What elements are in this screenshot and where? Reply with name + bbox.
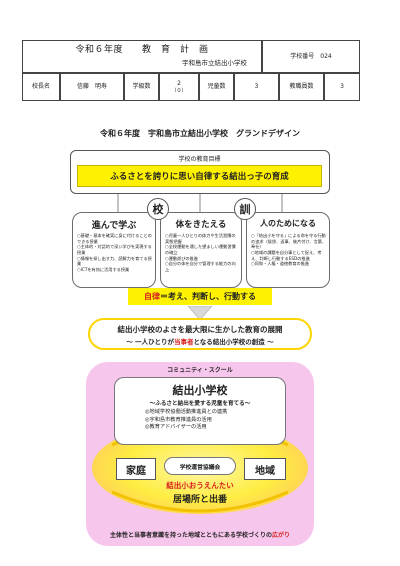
goal-box: 学校の教育目標 ふるさとを誇りに思い自律する結出っ子の育成 xyxy=(70,150,330,194)
footer-text: 主体性と当事者意識を持った地域とともにある学校づくりの広がり xyxy=(0,530,400,539)
pillar-body: 体をきたえる ○児童一人ひとりの体力や生活習慣の実態把握 ○全校運動を通した望ま… xyxy=(160,212,242,288)
jiritsu-bar: 自律 ＝考え、判断し、行動する xyxy=(128,288,272,305)
kun-left: 校 xyxy=(152,203,164,216)
design-title: 令和６年度 宇和島市立結出小学校 グランドデザイン xyxy=(100,129,300,138)
principal-name-cell: 信藤 明寿 xyxy=(60,73,124,101)
school-number: 学校番号 024 xyxy=(290,52,332,60)
list-item: ○ICTを有効に活用する授業 xyxy=(77,267,130,273)
center-items: ◎地域学校協働活動推進員との連携 ◎宇和島市教育推進員の活用 ◎教育アドバイザー… xyxy=(145,409,227,432)
goal-text-band: ふるさとを誇りに思い自律する結出っ子の育成 xyxy=(77,165,322,187)
pillar-others: 人のためになる ○「結出小を守る」による命を守る行動の追求（挨拶、返事、後片付け… xyxy=(246,212,330,288)
goal-text: ふるさとを誇りに思い自律する結出っ子の育成 xyxy=(110,172,289,182)
students-value: 3 xyxy=(254,83,259,91)
center-title: 結出小学校 xyxy=(172,384,228,397)
pillar-body-heading: 体をきたえる xyxy=(175,220,227,230)
list-item: ○同和・人権・道徳教育の推進 xyxy=(251,261,310,267)
list-item: ○自分の体を自分で管理する能力の向上 xyxy=(165,261,236,273)
ibasho-label: 居場所と出番 xyxy=(172,495,227,505)
region-box: 地域 xyxy=(244,458,286,480)
list-item: ○主体的・対話的で深い学びを実現する授業 xyxy=(77,244,152,256)
list-item: ○情報を探し出す力、読解力を育てる授業 xyxy=(77,255,152,267)
region-label: 地域 xyxy=(255,465,275,477)
classes-value: 2 xyxy=(177,80,181,88)
classes-label: 学級数 xyxy=(132,83,151,91)
home-box: 家庭 xyxy=(116,458,156,480)
center-school-box: 結出小学校 ～ふるさと結出を愛する児童を育てる～ ◎地域学校協働活動推進員との連… xyxy=(114,377,286,445)
staff-label-cell: 教職員数 xyxy=(279,73,324,101)
classes-value-cell: 2 （０） xyxy=(159,73,199,101)
ouen-label: 結出小おうえんたい xyxy=(166,481,234,490)
pillar-others-heading: 人のためになる xyxy=(260,219,316,228)
banner-sub-em: 当事者 xyxy=(174,338,194,346)
center-sub: ～ふるさと結出を愛する児童を育てる～ xyxy=(149,401,251,407)
footer-pre: 主体性と当事者意識を持った地域とともにある学校づくりの xyxy=(109,532,272,539)
goal-label: 学校の教育目標 xyxy=(178,156,221,163)
pillar-body-items: ○児童一人ひとりの体力や生活習慣の実態把握 ○全校運動を通した望ましい運動習慣の… xyxy=(165,233,239,273)
banner-sub-post: となる結出小学校の創造 ～ xyxy=(193,338,274,346)
classes-sub: （０） xyxy=(171,87,187,94)
pillar-others-items: ○「結出小を守る」による命を守る行動の追求（挨拶、返事、後片付け、言葉、奉仕） … xyxy=(251,233,327,267)
staff-value-cell: 3 xyxy=(324,73,360,101)
list-item: ◎宇和島市教育推進員の活用 xyxy=(145,416,212,423)
kun-right: 訓 xyxy=(239,203,251,216)
list-item: ◎教育アドバイザーの活用 xyxy=(145,424,207,431)
pillar-learn: 進んで学ぶ ○基礎・基本を確実に身に付けることのできる授業 ○主体的・対話的で深… xyxy=(72,212,156,288)
jiritsu-word: 自律 xyxy=(144,292,160,301)
classes-label-cell: 学級数 xyxy=(124,73,159,101)
list-item: ◎地域学校協働活動推進員との連携 xyxy=(145,409,228,415)
pillar-learn-items: ○基礎・基本を確実に身に付けることのできる授業 ○主体的・対話的で深い学びを実現… xyxy=(77,233,153,273)
staff-value: 3 xyxy=(340,83,344,91)
kun-right-circle: 訓 xyxy=(234,198,256,220)
plan-title: 令和６年度 教 育 計 画 xyxy=(75,45,209,56)
pillar-learn-heading: 進んで学ぶ xyxy=(91,221,137,231)
banner-sub: ～ 一人ひとりが当事者となる結出小学校の創造 ～ xyxy=(90,336,310,346)
banner-sub-pre: ～ 一人ひとりが xyxy=(126,338,174,346)
footer-em: 広がり xyxy=(272,532,291,539)
principal-name: 信藤 明寿 xyxy=(76,83,107,91)
banner-main: 結出小学校のよさを最大限に生かした教育の展開 xyxy=(117,325,283,334)
kun-left-circle: 校 xyxy=(147,198,169,220)
list-item: ○基礎・基本を確実に身に付けることのできる授業 xyxy=(77,233,152,244)
school-name: 宇和島市立結出小学校 xyxy=(182,59,247,67)
home-label: 家庭 xyxy=(126,465,146,477)
list-item: ○地域の課題を自分事として捉え、考え、判断し行動するESDの推進 xyxy=(251,250,322,261)
staff-label: 教職員数 xyxy=(289,83,314,91)
list-item: ○運動遊びの推進 xyxy=(165,255,198,261)
plan-title-cell: 令和６年度 教 育 計 画 宇和島市立結出小学校 xyxy=(22,40,262,73)
education-banner: 結出小学校のよさを最大限に生かした教育の展開 ～ 一人ひとりが当事者となる結出小… xyxy=(88,318,312,350)
students-label-cell: 児童数 xyxy=(199,73,234,101)
community-label: コミュニティ・スクール xyxy=(167,367,233,374)
school-number-cell: 学校番号 024 xyxy=(262,40,360,73)
council-oval: 学校運営協議会 xyxy=(164,457,236,475)
down-arrow-icon xyxy=(188,306,212,320)
list-item: ○児童一人ひとりの体力や生活習慣の実態把握 xyxy=(165,233,236,244)
students-value-cell: 3 xyxy=(234,73,279,101)
principal-label: 校長名 xyxy=(31,83,50,91)
jiritsu-rest: ＝考え、判断し、行動する xyxy=(160,292,256,301)
council-label: 学校運営協議会 xyxy=(179,464,221,471)
list-item: ○「結出小を守る」による命を守る行動の追求（挨拶、返事、後片付け、言葉、奉仕） xyxy=(251,233,327,250)
principal-label-cell: 校長名 xyxy=(22,73,60,101)
students-label: 児童数 xyxy=(207,83,226,91)
list-item: ○全校運動を通した望ましい運動習慣の確立 xyxy=(165,244,236,256)
